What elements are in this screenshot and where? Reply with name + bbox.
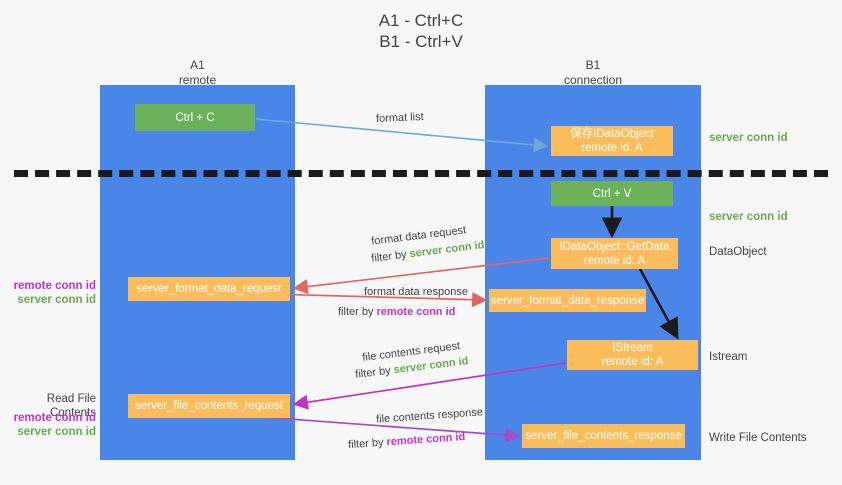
label-remote-conn-id-1: remote conn id xyxy=(13,280,96,292)
filter-value-remote-conn-id: remote conn id xyxy=(376,306,456,318)
label-remote-conn-id-2: remote conn id xyxy=(13,412,96,424)
filter-prefix: filter by xyxy=(338,306,377,318)
label-istream: Istream xyxy=(709,351,748,363)
label-read-file-contents: Read File Contents xyxy=(46,393,96,419)
label-server-conn-id-top: server conn id xyxy=(709,132,788,144)
node-ctrl-v[interactable]: Ctrl + V xyxy=(551,181,673,206)
page-title: A1 - Ctrl+C B1 - Ctrl+V xyxy=(378,11,464,51)
lane-header-b1: B1 connection xyxy=(563,58,623,87)
node-server-format-data-request[interactable]: server_format_data_request xyxy=(128,277,290,301)
node-server-file-contents-request[interactable]: server_file_contents_request xyxy=(128,394,290,418)
filter-prefix: filter by xyxy=(347,436,387,452)
node-server-format-data-response[interactable]: server_format_data_response xyxy=(489,289,646,312)
label-left-conn-ids-1: remote conn id server conn id xyxy=(8,279,96,307)
label-server-conn-id-2: server conn id xyxy=(17,426,96,438)
label-server-conn-id-mid: server conn id xyxy=(709,211,788,223)
caption-format-list: format list xyxy=(375,110,424,126)
arrow-getdata-to-istream xyxy=(638,268,679,340)
node-ctrl-c[interactable]: Ctrl + C xyxy=(135,104,255,131)
caption-format-data-response: format data response xyxy=(364,286,468,298)
label-left-conn-ids-2: remote conn id server conn id xyxy=(8,411,96,439)
arrow-format-data-request xyxy=(292,257,550,295)
arrow-format-list xyxy=(255,118,549,153)
node-server-file-contents-response[interactable]: server_file_contents_response xyxy=(522,424,685,448)
node-save-idataobject[interactable]: 保存IDataObject remote id: A xyxy=(551,126,673,156)
phase-divider xyxy=(14,170,828,177)
label-dataobject: DataObject xyxy=(709,246,767,258)
node-istream[interactable]: IStream remote id: A xyxy=(567,340,698,370)
node-idataobject-getdata[interactable]: IDataObject::GetData remote id: A xyxy=(551,238,678,269)
label-write-file-contents: Write File Contents xyxy=(709,432,807,444)
caption-format-data-response-filter: filter by remote conn id xyxy=(338,305,455,319)
label-server-conn-id-1: server conn id xyxy=(17,294,96,306)
lane-header-a1: A1 remote xyxy=(178,58,217,87)
arrow-file-contents-request xyxy=(292,362,567,410)
